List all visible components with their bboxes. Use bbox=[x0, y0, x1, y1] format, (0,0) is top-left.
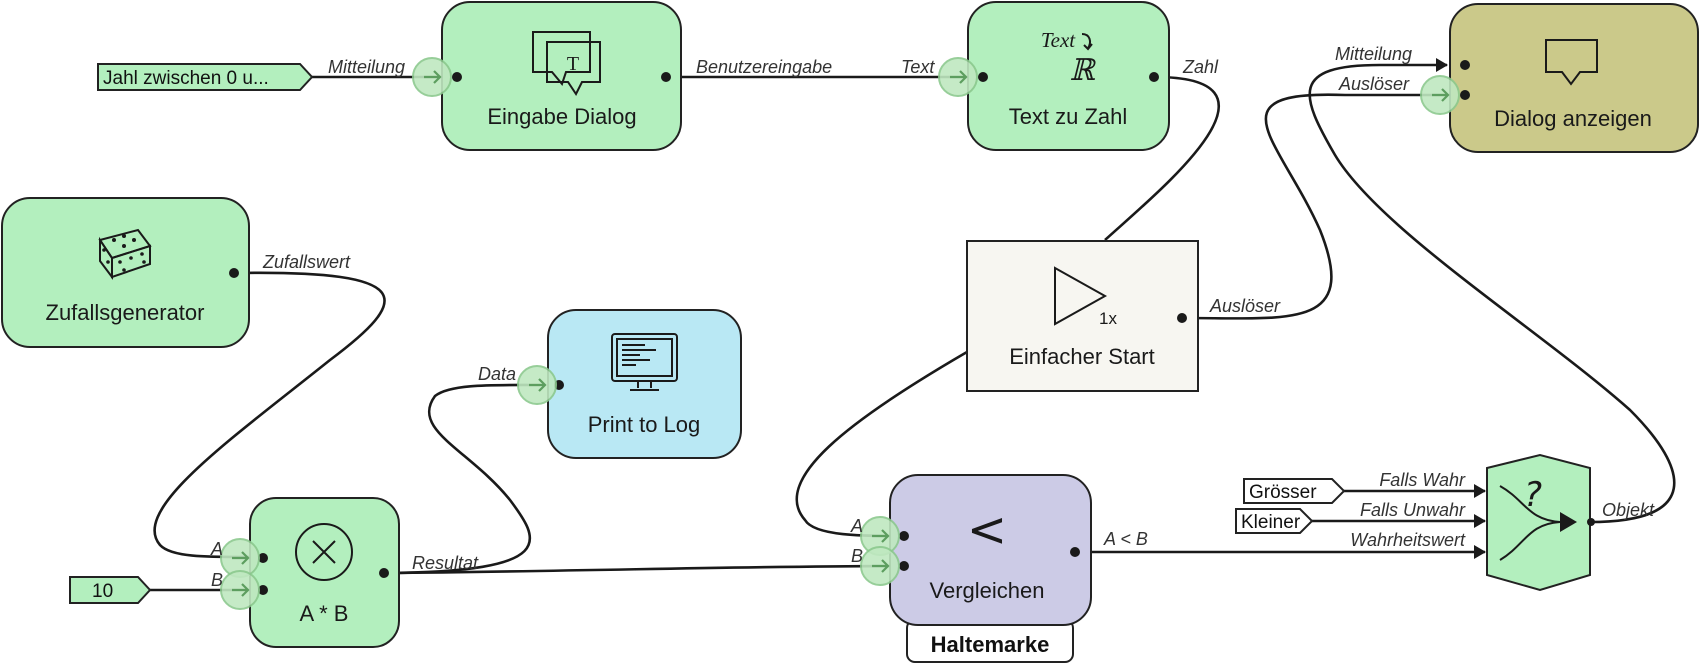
label-wahrheitswert-in: Wahrheitswert bbox=[1350, 530, 1466, 550]
node-text-zu-zahl[interactable]: Text ℝ Text zu Zahl bbox=[967, 1, 1170, 151]
text-zu-zahl-output-dot[interactable] bbox=[1149, 72, 1159, 82]
haltemarke-label: Haltemarke bbox=[931, 632, 1050, 657]
multiply-input-b-dot bbox=[258, 585, 268, 595]
constant-kleiner-text: Kleiner bbox=[1241, 512, 1301, 533]
label-resultat-out: Resultat bbox=[412, 553, 479, 573]
branch-output-dot[interactable] bbox=[1587, 518, 1595, 526]
node-print-to-log[interactable]: Print to Log bbox=[547, 309, 742, 459]
node-einfacher-start[interactable]: 1x Einfacher Start bbox=[966, 240, 1199, 392]
wire-resultat-to-data[interactable] bbox=[384, 383, 541, 575]
node-print-to-log-label: Print to Log bbox=[588, 412, 701, 437]
dialog-anzeigen-trigger-dot bbox=[1460, 90, 1470, 100]
constant-ten-tag[interactable]: 10 bbox=[69, 576, 152, 604]
node-branch[interactable]: ? bbox=[1486, 453, 1591, 592]
svg-text:Text: Text bbox=[1041, 28, 1076, 52]
node-vergleichen-label: Vergleichen bbox=[930, 578, 1045, 603]
constant-message-tag[interactable]: Jahl zwischen 0 u... bbox=[97, 63, 314, 91]
constant-ten-text: 10 bbox=[92, 581, 113, 602]
port-eingabe-mitteilung[interactable] bbox=[412, 57, 452, 97]
node-text-zu-zahl-label: Text zu Zahl bbox=[1009, 104, 1128, 129]
label-dialog-mitteilung-in: Mitteilung bbox=[1335, 44, 1412, 64]
multiply-output-dot[interactable] bbox=[379, 568, 389, 578]
constant-kleiner-tag[interactable]: Kleiner bbox=[1235, 508, 1314, 534]
svg-text:T: T bbox=[567, 53, 579, 75]
node-zufallsgenerator[interactable]: Zufallsgenerator bbox=[1, 197, 250, 348]
label-data-in: Data bbox=[478, 364, 516, 384]
node-einfacher-start-label: Einfacher Start bbox=[1009, 344, 1155, 369]
eingabe-dialog-output-dot[interactable] bbox=[661, 72, 671, 82]
speech-bubble-icon bbox=[1545, 39, 1598, 86]
play-once-icon: 1x bbox=[1054, 266, 1117, 328]
constant-groesser-text: Grösser bbox=[1249, 482, 1317, 503]
label-mitteilung-in: Mitteilung bbox=[328, 57, 405, 77]
node-dialog-anzeigen[interactable]: Dialog anzeigen bbox=[1449, 3, 1699, 153]
wire-resultat-to-cmp-b[interactable] bbox=[384, 564, 906, 575]
wires bbox=[150, 58, 1676, 592]
monitor-icon bbox=[611, 333, 678, 391]
svg-text:?: ? bbox=[1524, 475, 1542, 515]
label-benutzereingabe-out: Benutzereingabe bbox=[696, 57, 832, 77]
node-dialog-anzeigen-label: Dialog anzeigen bbox=[1494, 106, 1652, 131]
dice-icon bbox=[98, 228, 152, 280]
input-port-markers bbox=[220, 57, 1460, 610]
less-than-icon: < bbox=[967, 502, 1007, 558]
vergleichen-output-dot[interactable] bbox=[1070, 547, 1080, 557]
port-vergleichen-b[interactable] bbox=[860, 546, 900, 586]
label-dialog-ausloeser-in: Auslöser bbox=[1338, 74, 1410, 94]
dialog-anzeigen-message-dot bbox=[1460, 60, 1470, 70]
arrowhead-dialog-mitteilung bbox=[1436, 58, 1448, 72]
node-multiply-label: A * B bbox=[300, 601, 349, 626]
einfacher-start-output-dot[interactable] bbox=[1177, 313, 1187, 323]
arrowhead-falls-wahr bbox=[1474, 484, 1486, 498]
node-eingabe-dialog[interactable]: T Eingabe Dialog bbox=[441, 1, 682, 151]
node-eingabe-dialog-label: Eingabe Dialog bbox=[487, 104, 636, 129]
label-ausloeser-out: Auslöser bbox=[1209, 296, 1281, 316]
label-zahl-out: Zahl bbox=[1182, 57, 1219, 77]
label-cmp-a-in: A bbox=[850, 516, 863, 536]
multiply-icon bbox=[295, 523, 353, 581]
label-text-in: Text bbox=[901, 57, 935, 77]
wire-zufallswert-to-mult-a[interactable] bbox=[153, 271, 386, 559]
port-multiply-b[interactable] bbox=[220, 570, 260, 610]
label-cmp-out: A < B bbox=[1103, 529, 1148, 549]
vergleichen-input-a-dot bbox=[899, 531, 909, 541]
zufallsgenerator-output-dot[interactable] bbox=[229, 268, 239, 278]
vergleichen-input-b-dot bbox=[899, 561, 909, 571]
text-to-number-icon: Text ℝ bbox=[1041, 28, 1097, 88]
svg-text:ℝ: ℝ bbox=[1070, 53, 1097, 88]
node-zufallsgenerator-label: Zufallsgenerator bbox=[46, 300, 205, 325]
wire-objekt-to-dialog-message[interactable] bbox=[1308, 63, 1676, 524]
node-vergleichen[interactable]: Haltemarke < Vergleichen bbox=[889, 474, 1092, 663]
wire-ausloeser-to-dialog-trigger[interactable] bbox=[1182, 93, 1447, 320]
label-falls-unwahr-in: Falls Unwahr bbox=[1360, 500, 1466, 520]
node-multiply[interactable]: A * B bbox=[249, 497, 400, 648]
arrowhead-wahrheitswert bbox=[1474, 545, 1486, 559]
port-text-zu-zahl-text[interactable] bbox=[938, 57, 978, 97]
label-mult-b-in: B bbox=[211, 570, 223, 590]
label-zufallswert-out: Zufallswert bbox=[262, 252, 351, 272]
label-objekt-out: Objekt bbox=[1602, 500, 1655, 520]
label-falls-wahr-in: Falls Wahr bbox=[1379, 470, 1466, 490]
port-dialog-ausloeser[interactable] bbox=[1420, 75, 1460, 115]
wire-zahl-to-cmp-a[interactable] bbox=[795, 75, 1220, 538]
label-cmp-b-in: B bbox=[851, 546, 863, 566]
svg-text:1x: 1x bbox=[1099, 309, 1117, 328]
branch-icon: ? bbox=[1499, 475, 1577, 561]
eingabe-dialog-input-dot bbox=[452, 72, 462, 82]
input-dialog-icon: T bbox=[532, 31, 601, 96]
port-labels: Mitteilung Benutzereingabe Text Zahl Mit… bbox=[210, 44, 1655, 590]
arrowhead-falls-unwahr bbox=[1474, 514, 1486, 528]
constant-message-text: Jahl zwischen 0 u... bbox=[103, 68, 269, 89]
label-mult-a-in: A bbox=[210, 539, 223, 559]
constant-groesser-tag[interactable]: Grösser bbox=[1243, 478, 1346, 504]
text-zu-zahl-input-dot bbox=[978, 72, 988, 82]
multiply-input-a-dot bbox=[258, 553, 268, 563]
port-print-data[interactable] bbox=[517, 365, 557, 405]
